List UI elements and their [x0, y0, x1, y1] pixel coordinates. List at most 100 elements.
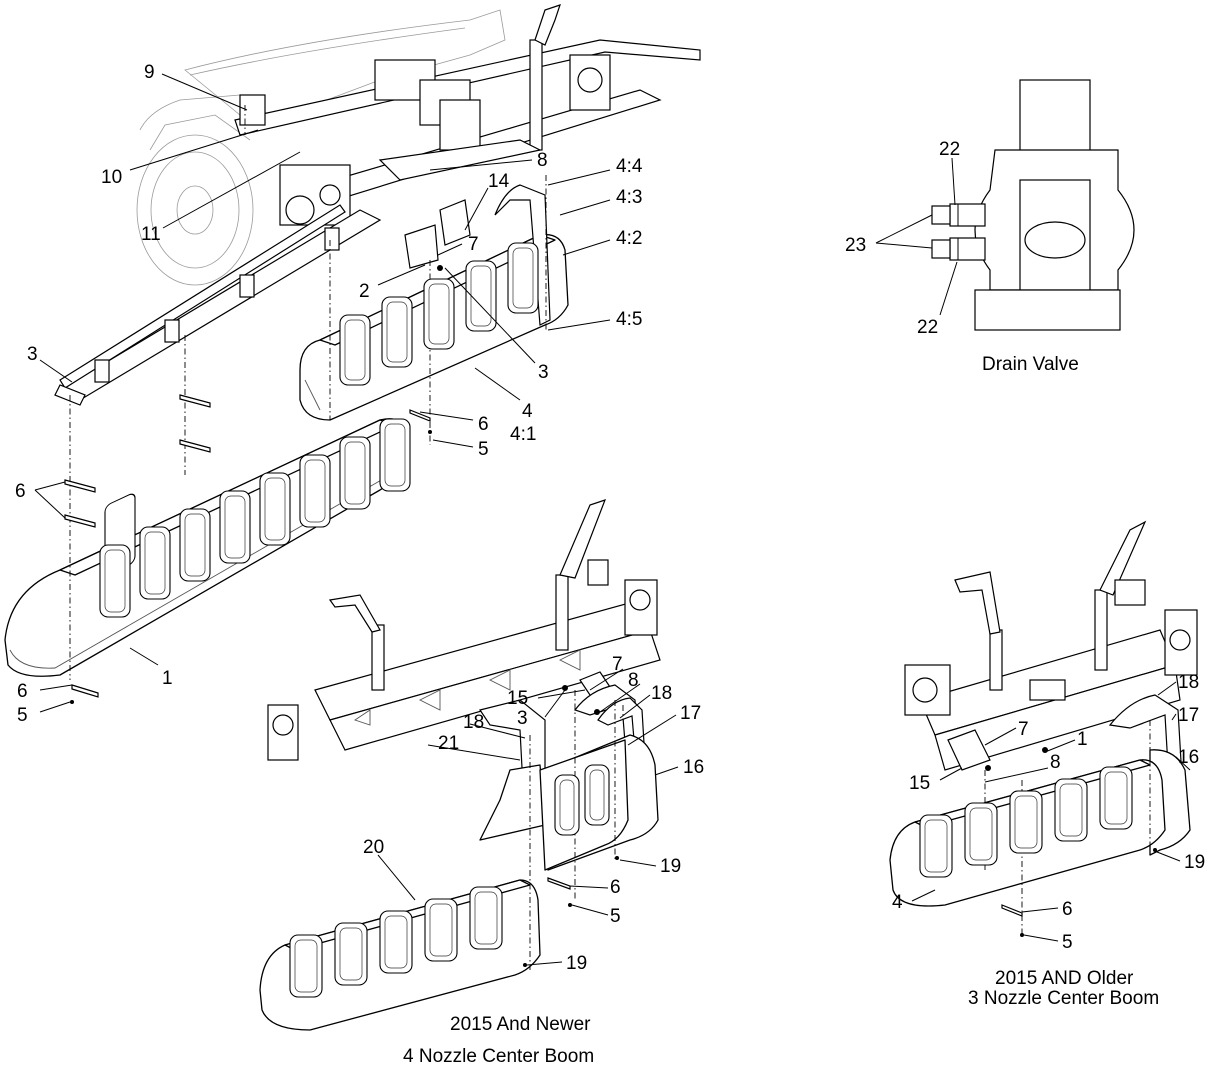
bracket-14: [404, 199, 471, 269]
callout-17-right: 17: [1178, 705, 1199, 726]
shroud-window-inner: [344, 319, 366, 381]
callout-1: 1: [162, 668, 173, 689]
callout-7-top: 7: [468, 234, 479, 255]
shroud-window-inner: [294, 939, 318, 993]
shroud-window: [507, 242, 539, 314]
shroud-window: [299, 454, 331, 528]
callout-18-right: 18: [1178, 672, 1199, 693]
callout-11: 11: [141, 224, 161, 245]
callout-5-mid: 5: [610, 906, 621, 927]
caption-older-line1: 2015 AND Older: [995, 968, 1134, 989]
shroud-window-inner: [589, 769, 605, 821]
shroud-window-inner: [384, 915, 408, 969]
shroud-window-inner: [474, 891, 498, 945]
shroud-window: [424, 898, 458, 962]
callout-8-mid: 8: [628, 670, 639, 691]
callout-8-top: 8: [537, 150, 548, 171]
captions: Drain Valve 2015 And Newer 4 Nozzle Cent…: [403, 354, 1159, 1067]
shroud-window-inner: [969, 807, 993, 861]
callout-10: 10: [101, 167, 122, 188]
callout-4-right: 4: [892, 892, 903, 913]
callout-18-mid-right: 18: [651, 683, 672, 704]
callout-4-top: 4: [522, 401, 533, 422]
shroud-window-inner: [104, 549, 126, 613]
shroud-window: [964, 802, 998, 866]
callout-7-right: 7: [1018, 719, 1029, 740]
shroud-window-inner: [512, 247, 534, 309]
callout-4-3: 4:3: [616, 187, 642, 208]
callout-2: 2: [359, 281, 370, 302]
callout-1-right: 1: [1077, 729, 1088, 750]
shroud-16-windows: [554, 764, 610, 836]
callout-20: 20: [363, 837, 384, 858]
shroud-4-windows: [339, 242, 539, 386]
shroud-window-inner: [384, 423, 406, 487]
callout-6-mid: 6: [610, 877, 621, 898]
shroud-window-inner: [1059, 783, 1083, 837]
shroud-window-inner: [339, 927, 363, 981]
shims-top: [64, 265, 443, 704]
callout-7-mid: 7: [612, 654, 623, 675]
callout-5-top: 5: [478, 439, 489, 460]
shroud-window: [334, 922, 368, 986]
callout-19-mid-upper: 19: [660, 856, 681, 877]
shroud-window: [1009, 790, 1043, 854]
bracket-15-older: [947, 729, 991, 771]
caption-older-line2: 3 Nozzle Center Boom: [968, 988, 1159, 1009]
vehicle-background: [136, 9, 506, 286]
callout-15-right: 15: [909, 773, 930, 794]
shroud-window: [554, 774, 580, 836]
callout-6-right: 6: [1062, 899, 1073, 920]
shroud-20-windows: [289, 886, 503, 998]
shroud-window: [465, 260, 497, 332]
upper-frame-assembly: [54, 4, 701, 406]
callout-4-5: 4:5: [616, 309, 642, 330]
callout-18-mid-left: 18: [463, 712, 484, 733]
shroud-1-windows: [99, 418, 411, 618]
center-frame-older: [904, 520, 1198, 771]
shroud-window: [584, 764, 610, 826]
shroud-window-inner: [264, 477, 286, 541]
callout-3-top-left: 3: [27, 344, 38, 365]
callout-22-top: 22: [939, 139, 960, 160]
shroud-window-inner: [429, 903, 453, 957]
callout-5-bottom-left: 5: [17, 705, 28, 726]
end-plate-21: [479, 699, 546, 841]
shroud-4-older-windows: [919, 766, 1133, 878]
shroud-window-inner: [428, 283, 450, 345]
center-frame-newer: [267, 499, 661, 761]
shroud-window-inner: [184, 513, 206, 577]
callout-6-bottom-left: 6: [17, 681, 28, 702]
callout-8-right: 8: [1050, 752, 1061, 773]
shroud-window: [139, 526, 171, 600]
shroud-window: [379, 418, 411, 492]
shroud-window-inner: [144, 531, 166, 595]
shroud-window: [289, 934, 323, 998]
callout-16-mid: 16: [683, 757, 704, 778]
shroud-window: [259, 472, 291, 546]
callout-3-mid: 3: [517, 708, 528, 729]
callout-5-right: 5: [1062, 932, 1073, 953]
callout-15-mid: 15: [507, 688, 528, 709]
shroud-window: [339, 436, 371, 510]
fasteners-mid: [523, 685, 619, 967]
callout-6-left: 6: [15, 481, 26, 502]
shroud-window: [379, 910, 413, 974]
callout-22-bottom: 22: [917, 317, 938, 338]
fasteners-right: [985, 747, 1157, 937]
shroud-window: [1099, 766, 1133, 830]
callout-6-top: 6: [478, 414, 489, 435]
shroud-window: [423, 278, 455, 350]
caption-newer-line2: 4 Nozzle Center Boom: [403, 1046, 594, 1067]
shroud-window-inner: [924, 819, 948, 873]
shroud-window: [1054, 778, 1088, 842]
caption-drain-valve: Drain Valve: [982, 354, 1079, 375]
callout-16-right: 16: [1178, 747, 1199, 768]
callout-21: 21: [438, 733, 459, 754]
callout-17-mid: 17: [680, 703, 701, 724]
callout-9: 9: [144, 62, 155, 83]
callout-4-4: 4:4: [616, 156, 643, 177]
callout-23: 23: [845, 235, 866, 256]
callout-19-right: 19: [1184, 852, 1205, 873]
